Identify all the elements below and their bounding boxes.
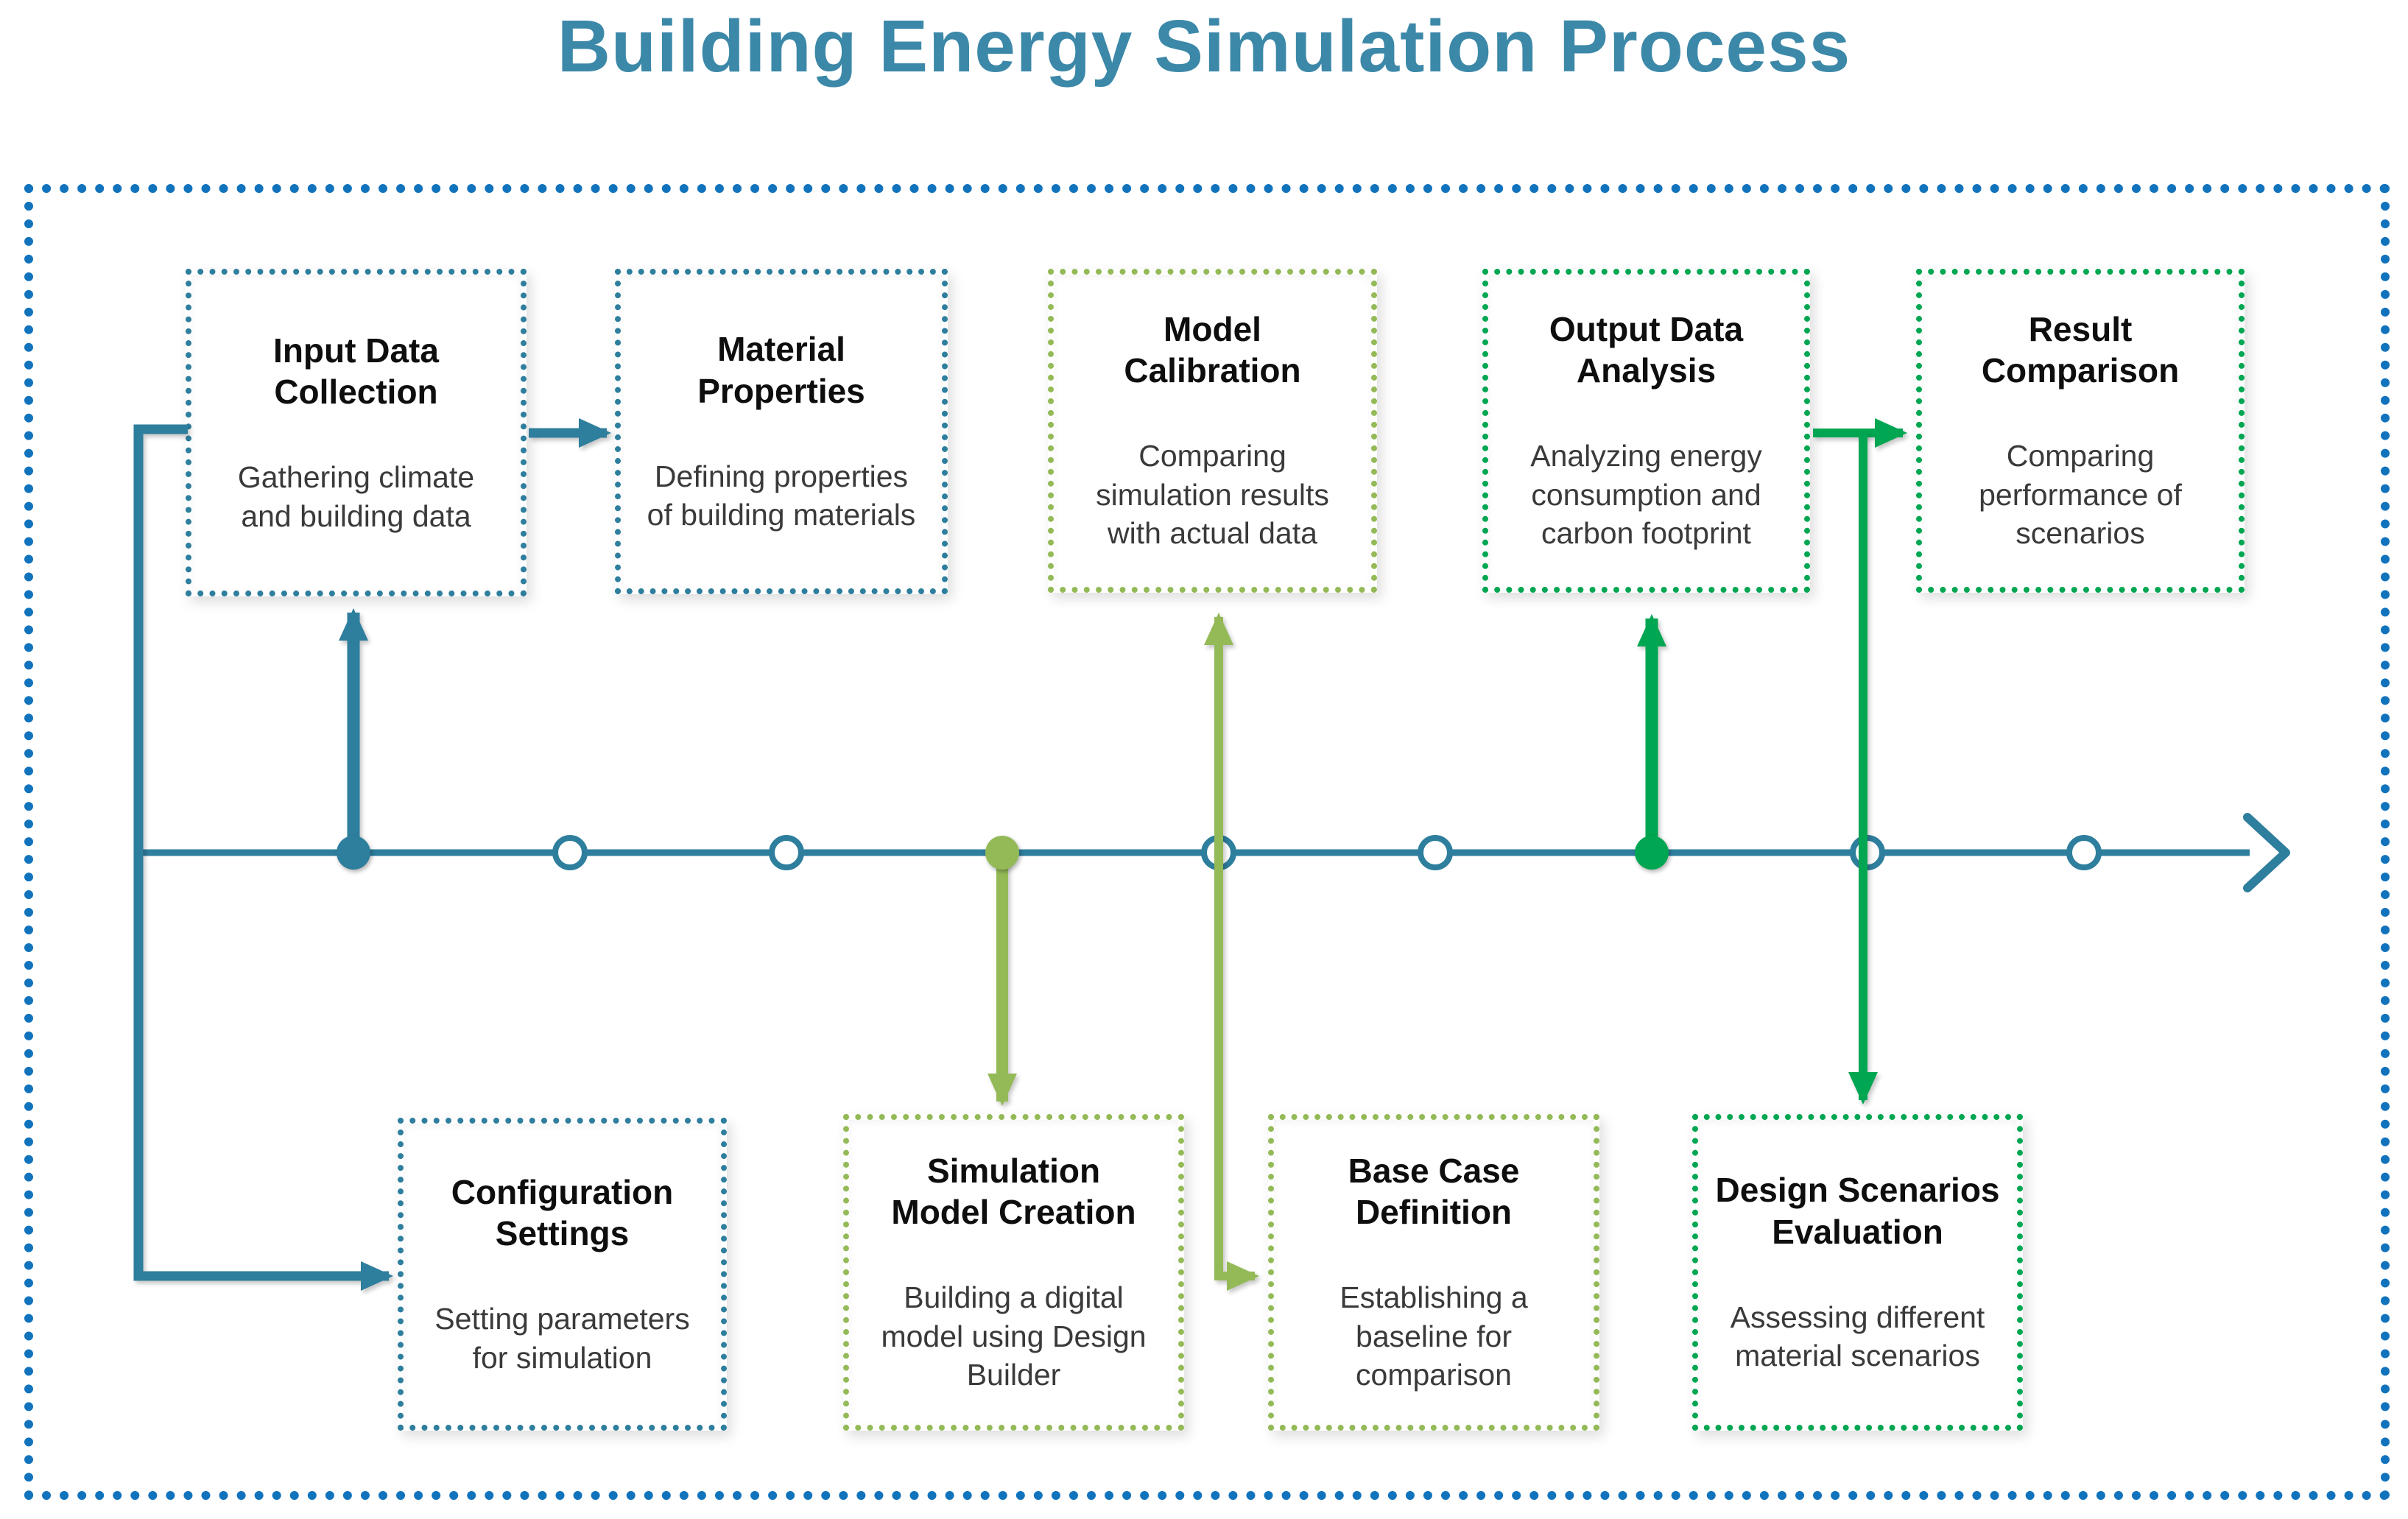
node-title: Design Scenarios Evaluation	[1715, 1171, 2000, 1251]
node-configuration-settings: Configuration Settings Setting parameter…	[398, 1118, 727, 1431]
node-output-data-analysis: Output Data Analysis Analyzing energy co…	[1482, 269, 1810, 593]
node-material-properties: Material Properties Defining properties …	[615, 269, 948, 594]
node-title: Model Calibration	[1124, 310, 1301, 390]
node-base-case-definition: Base Case Definition Establishing a base…	[1268, 1114, 1599, 1431]
node-title: Base Case Definition	[1348, 1152, 1520, 1232]
node-description: Gathering climate and building data	[237, 460, 475, 533]
diagram-outer-border	[24, 184, 2390, 1500]
node-simulation-model-creation: Simulation Model Creation Building a dig…	[843, 1114, 1184, 1431]
node-description: Comparing simulation results with actual…	[1096, 439, 1329, 551]
node-title: Input Data Collection	[273, 331, 439, 412]
node-description: Comparing performance of scenarios	[1979, 439, 2182, 551]
node-description: Building a digital model using Design Bu…	[881, 1280, 1147, 1392]
node-title: Configuration Settings	[451, 1172, 674, 1253]
node-description: Assessing different material scenarios	[1730, 1300, 1985, 1373]
node-description: Defining properties of building material…	[647, 459, 916, 532]
page-title: Building Energy Simulation Process	[557, 5, 1851, 88]
node-model-calibration: Model Calibration Comparing simulation r…	[1048, 269, 1377, 593]
node-description: Establishing a baseline for comparison	[1339, 1280, 1528, 1392]
node-input-data-collection: Input Data Collection Gathering climate …	[186, 269, 527, 596]
node-description: Analyzing energy consumption and carbon …	[1530, 439, 1762, 551]
node-title: Output Data Analysis	[1549, 310, 1744, 390]
node-design-scenarios-evaluation: Design Scenarios Evaluation Assessing di…	[1692, 1114, 2023, 1431]
node-result-comparison: Result Comparison Comparing performance …	[1916, 269, 2245, 593]
node-title: Material Properties	[697, 330, 865, 410]
node-title: Result Comparison	[1981, 310, 2180, 390]
node-description: Setting parameters for simulation	[434, 1302, 690, 1375]
node-title: Simulation Model Creation	[891, 1152, 1136, 1232]
